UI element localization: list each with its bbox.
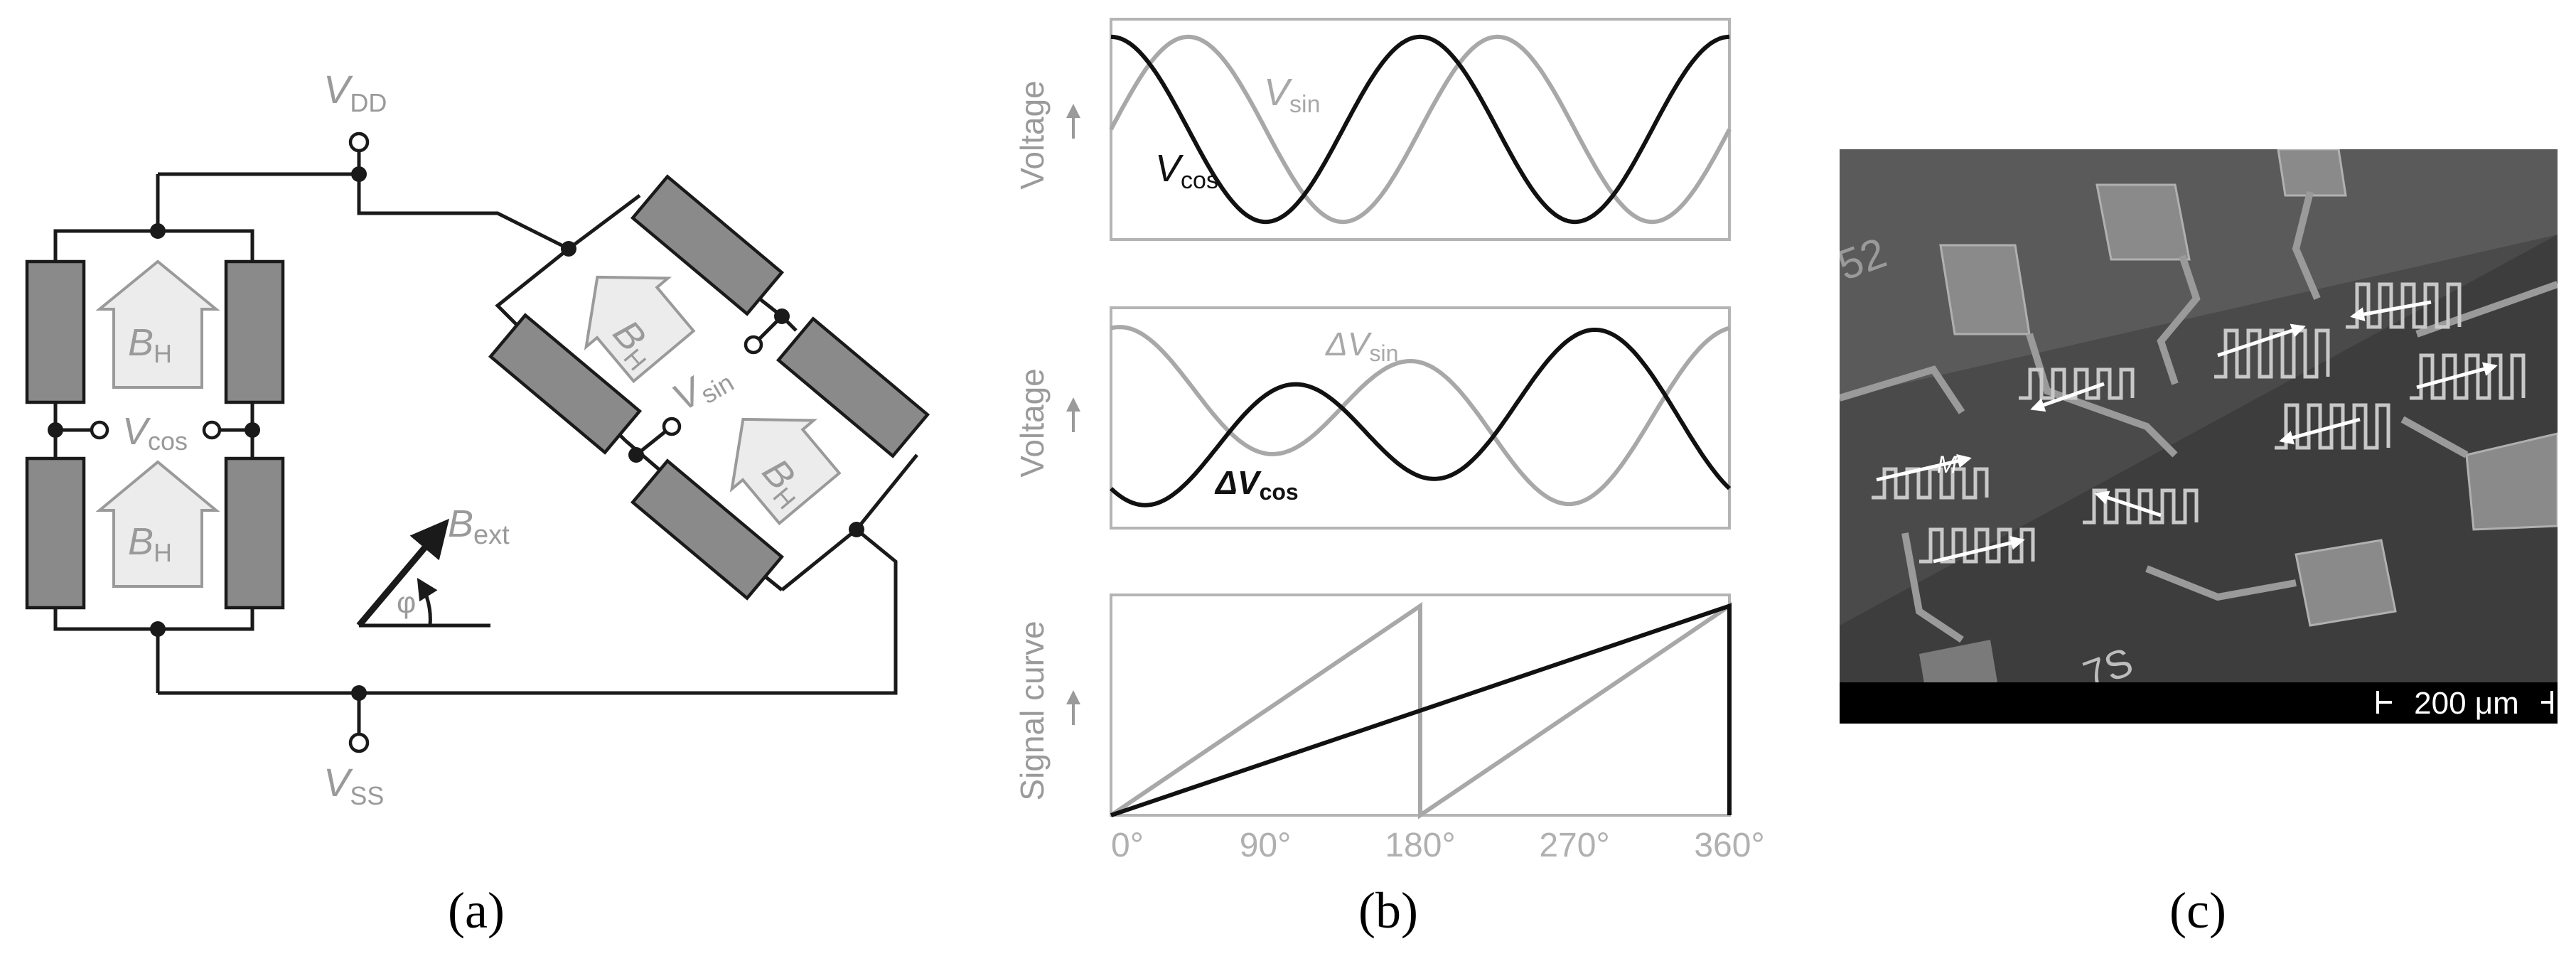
plot-voltage-top (1109, 34, 1732, 225)
vsin-terminal-lower (662, 417, 682, 436)
resistor (630, 458, 785, 601)
bh-arrow-lower (95, 460, 220, 588)
x-tick-270: 270° (1539, 827, 1609, 864)
vcos-terminal-left (90, 420, 109, 440)
vcos-label: Vcos (122, 410, 188, 456)
x-tick-360: 360° (1694, 827, 1764, 864)
bh-arrow-rotated-upper (584, 275, 696, 384)
plot-signal-curve (1110, 601, 1732, 820)
bext-label: Bext (448, 503, 510, 550)
vcos-terminal-right (202, 420, 222, 440)
resistor (25, 456, 86, 610)
plot-frame-middle (1110, 306, 1731, 530)
bext-angle-symbol (356, 518, 490, 628)
legend-dvsin: ΔVsin (1325, 326, 1398, 366)
resistor (224, 259, 285, 404)
caption-b: (b) (1358, 882, 1418, 939)
vss-terminal (348, 732, 370, 753)
ylabel-bottom: Signal curve (1014, 621, 1051, 800)
bh-arrow-upper (95, 259, 220, 389)
vss-label: VSS (323, 760, 384, 810)
x-tick-180: 180° (1385, 827, 1455, 864)
series-vcos-line (1110, 34, 1730, 225)
caption-a: (a) (448, 882, 505, 939)
legend-vcos: Vcos (1155, 147, 1218, 194)
resistor (25, 259, 86, 404)
bh-arrow-rotated-lower (729, 417, 842, 526)
x-tick-labels: 0° 90° 180° 270° 360° (1111, 827, 1765, 864)
series-signal-black-line (1110, 603, 1732, 817)
plot-voltage-middle (1109, 325, 1732, 507)
ylabel-top: Voltage (1014, 80, 1051, 189)
right-bridge (488, 174, 930, 601)
bh-label-upper: BH (128, 321, 172, 368)
scale-bar-strip (1840, 682, 2558, 724)
series-dvsin-line (1110, 325, 1730, 507)
scale-bar-label: 200 μm (2414, 686, 2519, 721)
vsin-terminal-upper (744, 335, 763, 355)
vdd-label: VDD (323, 67, 387, 117)
series-dvcos-line (1109, 328, 1732, 507)
vsin-label: Vsin (665, 353, 739, 421)
scale-bar: 200 μm (2376, 686, 2553, 721)
vdd-terminal (348, 131, 370, 153)
moment-label: M (1937, 451, 1958, 478)
resistor (776, 316, 930, 458)
series-vsin-line (1109, 34, 1732, 225)
phi-label: φ (397, 586, 416, 619)
legend-dvcos: ΔVcos (1214, 464, 1299, 505)
x-tick-90: 90° (1240, 827, 1292, 864)
x-tick-0: 0° (1111, 827, 1144, 864)
resistor (224, 456, 285, 610)
panel-c-micrograph: M 52 7S 200 μm (1840, 149, 2558, 724)
resistor (630, 174, 785, 316)
panel-a-circuit (25, 131, 930, 753)
panel-b-plots (1066, 18, 1732, 820)
caption-c: (c) (2169, 882, 2226, 939)
resistor (488, 313, 643, 455)
ylabel-middle: Voltage (1014, 368, 1051, 477)
bh-label-lower: BH (128, 520, 172, 567)
legend-vsin: Vsin (1264, 71, 1321, 118)
